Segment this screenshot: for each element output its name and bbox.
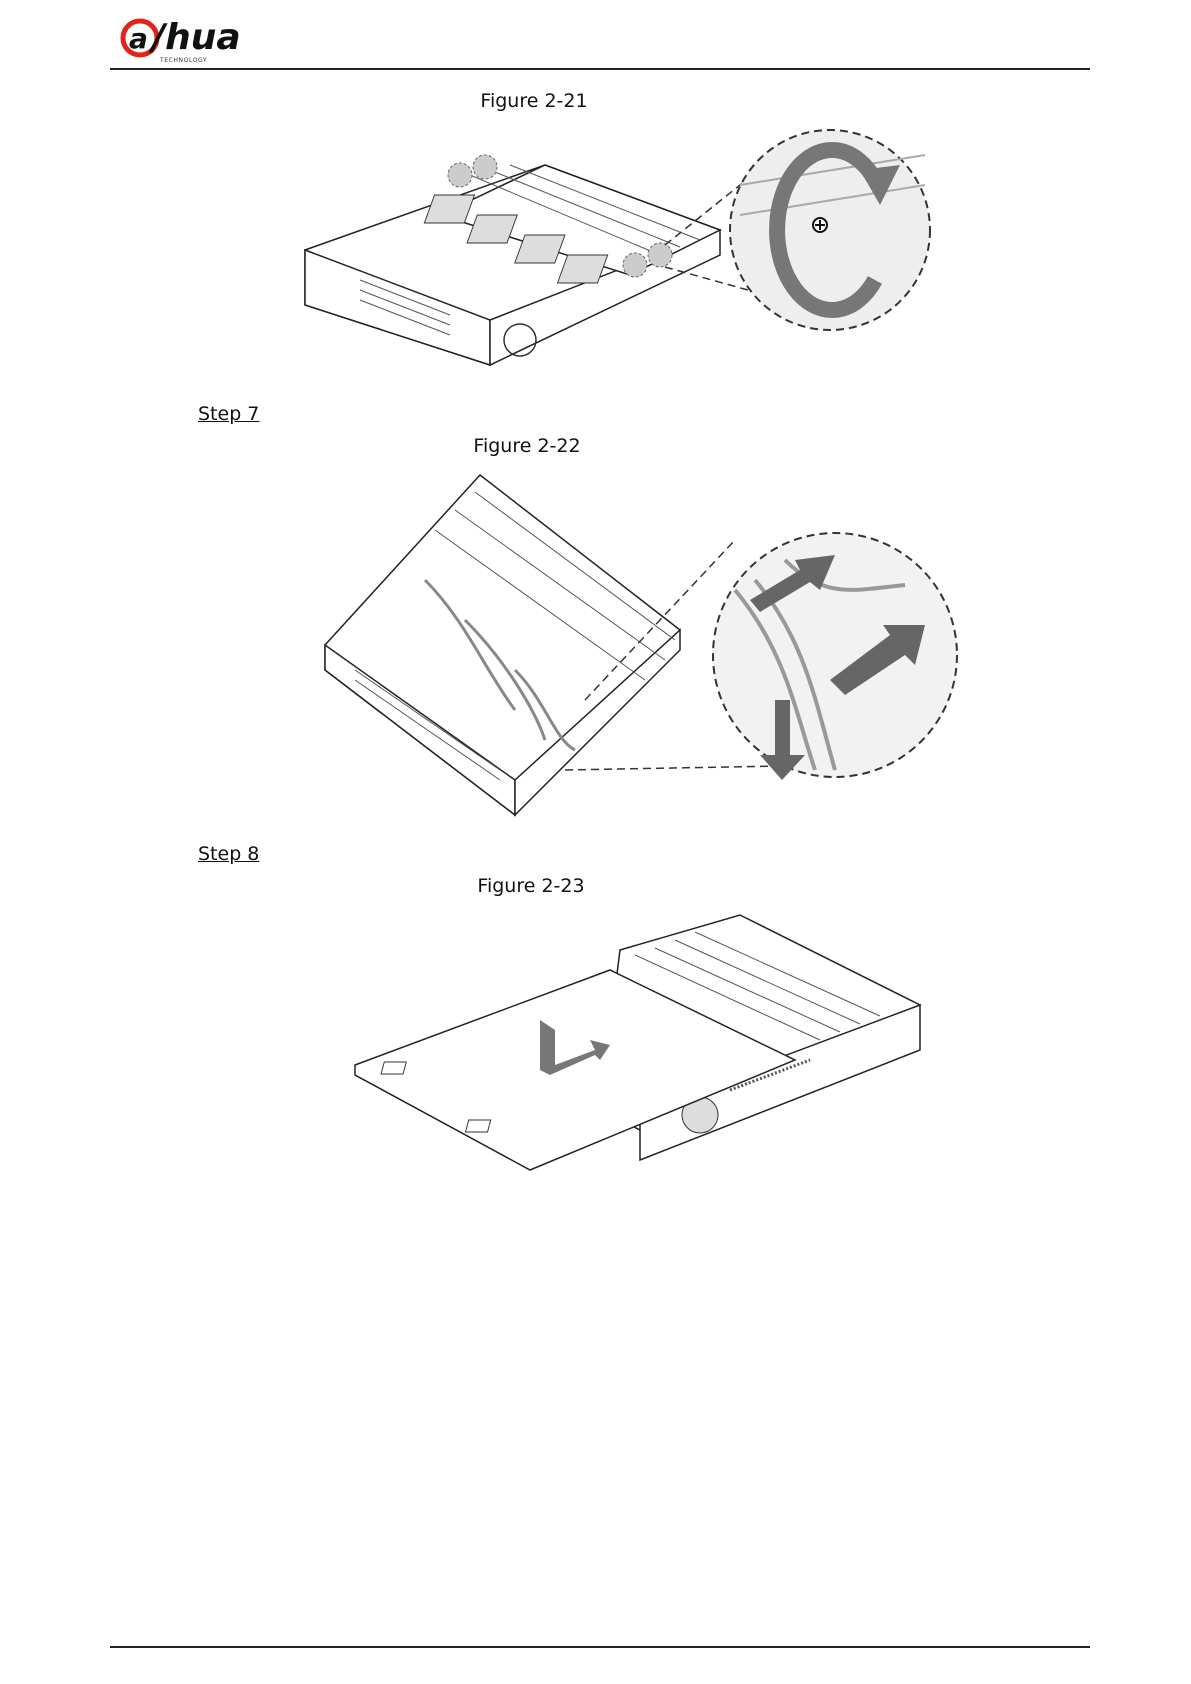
step-label: Step 7 xyxy=(198,403,259,425)
header-rule xyxy=(110,68,1090,70)
figure-caption: Figure 2-21 xyxy=(384,90,684,112)
svg-text:TECHNOLOGY: TECHNOLOGY xyxy=(159,57,207,64)
figure-caption: Figure 2-23 xyxy=(381,875,681,897)
svg-text:/hua: /hua xyxy=(148,17,241,58)
footer-rule xyxy=(110,1646,1090,1648)
dahua-logo: a /hua TECHNOLOGY xyxy=(118,12,268,64)
svg-text:a: a xyxy=(129,22,148,55)
figure-2-21-illustration xyxy=(300,125,990,390)
figure-2-23-illustration xyxy=(350,910,930,1180)
figure-caption: Figure 2-22 xyxy=(377,435,677,457)
step-label: Step 8 xyxy=(198,843,259,865)
figure-2-22-illustration xyxy=(315,470,965,830)
